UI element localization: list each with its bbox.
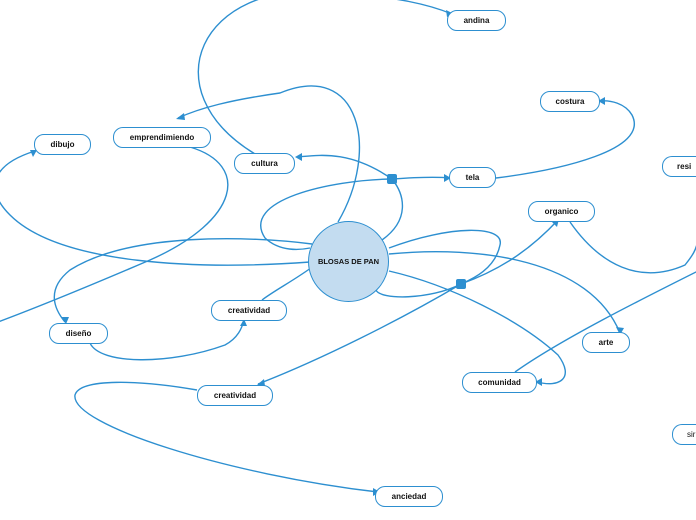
node-label: tela [465,173,480,182]
arrowhead-diseno [61,317,69,324]
node-cultura[interactable]: cultura [234,153,295,174]
node-label: organico [544,207,579,216]
node-resi[interactable]: resi [662,156,696,177]
node-label: resi [677,162,692,171]
connector-central-comunidad [388,270,566,385]
connector-handle-organico [460,219,559,285]
arrowhead-creatividad2 [257,379,265,386]
node-tela[interactable]: tela [449,167,496,188]
connector-central-arte [388,250,621,334]
arrowhead-arte [616,327,624,335]
connector-comunidad-right [514,271,696,373]
connector-central-emprendimiendo [177,85,361,223]
connector-creatividad2-ansiedad [74,381,379,493]
arrowhead-comunidad [535,378,542,386]
connector-diseno-creatividad1 [89,319,245,361]
node-label: emprendimiendo [129,133,195,142]
arrowhead-costura [598,97,605,105]
central-topic-node[interactable]: BLOSAS DE PAN [308,221,389,302]
connector-emprendimiendo-left [0,146,229,322]
connector-central-handle-top [260,178,404,251]
connector-central-dibujo [0,150,311,266]
node-ansiedad[interactable]: anciedad [375,486,443,507]
arrowhead-creatividad1 [240,319,247,326]
node-label: cultura [251,159,278,168]
node-label: creatividad [213,391,257,400]
connector-handle-cultura [296,154,393,180]
node-diseno[interactable]: diseño [49,323,108,344]
arrowhead-cultura [295,153,302,161]
node-label: costura [555,97,585,106]
connector-handle-bottom[interactable] [456,279,466,289]
node-label: creatividad [227,306,271,315]
node-emprendimiendo[interactable]: emprendimiendo [113,127,211,148]
connector-tela-costura [495,100,635,179]
node-label: comunidad [478,378,521,387]
node-label: arte [598,338,614,347]
node-organico[interactable]: organico [528,201,595,222]
connector-central-handle-bottom [375,229,501,298]
connector-organico-resi [569,221,696,274]
central-topic-label: BLOSAS DE PAN [317,257,380,266]
arrowhead-tela [444,174,451,182]
node-dibujo[interactable]: dibujo [34,134,91,155]
connector-central-diseno [53,237,313,323]
node-label: diseño [65,329,92,338]
node-comunidad[interactable]: comunidad [462,372,537,393]
connector-cultura-andina [197,0,453,155]
connector-handle-top[interactable] [387,174,397,184]
node-creatividad-2[interactable]: creatividad [197,385,273,406]
node-andina[interactable]: andina [447,10,506,31]
connector-handle-tela [391,176,451,180]
arrowhead-emprendimiendo [176,113,185,120]
node-costura[interactable]: costura [540,91,600,112]
node-label: andina [463,16,490,25]
node-arte[interactable]: arte [582,332,630,353]
connector-central-creatividad1 [261,264,316,301]
node-sir[interactable]: sir [672,424,696,445]
node-label: anciedad [391,492,427,501]
node-creatividad-1[interactable]: creatividad [211,300,287,321]
node-label: sir [687,430,696,439]
arrowhead-dibujo [30,150,37,157]
node-label: dibujo [50,140,75,149]
connector-handle-creatividad2 [257,283,462,385]
